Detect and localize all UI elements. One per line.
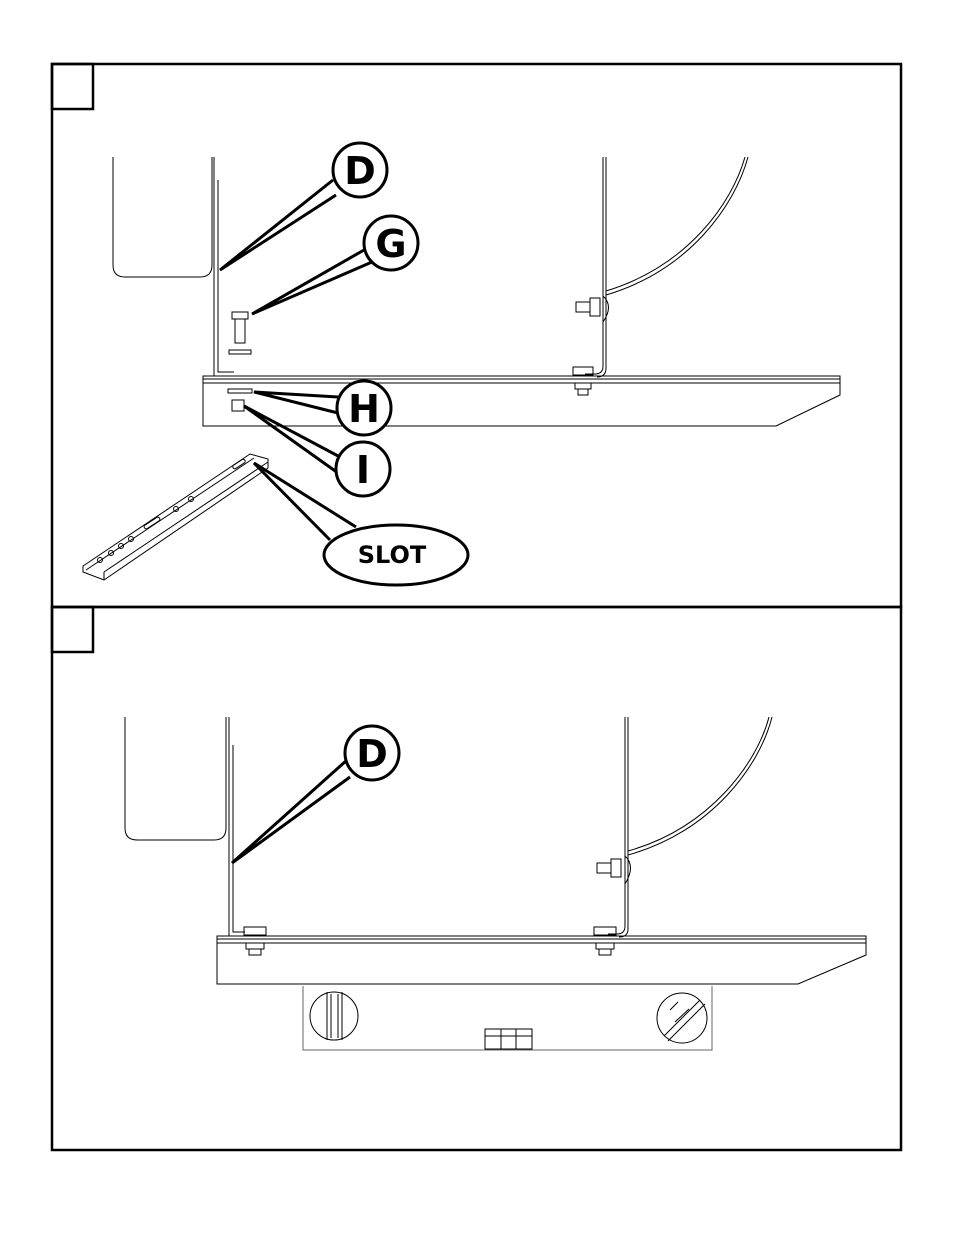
base-bolt-left <box>244 927 266 955</box>
right-bracket <box>608 717 625 934</box>
base-bolt-right <box>594 927 616 955</box>
panel-top <box>52 64 901 607</box>
callout-h-label: H <box>348 387 380 431</box>
base-channel <box>203 376 840 426</box>
callout-d-label: D <box>344 149 376 193</box>
drum-curve <box>606 157 748 295</box>
housing-cutout <box>113 157 212 277</box>
callout-d: D <box>345 726 399 780</box>
slotted-bracket <box>83 454 268 580</box>
drum-curve <box>628 717 772 855</box>
callout-d: D <box>333 143 387 197</box>
right-bracket <box>585 157 603 374</box>
mounting-hole-left <box>310 992 358 1040</box>
washer-h <box>228 389 252 393</box>
center-tab <box>485 1029 532 1049</box>
callout-g: G <box>364 216 418 270</box>
side-bolt <box>576 296 609 322</box>
washer <box>229 350 251 354</box>
base-bolt-right <box>573 367 593 395</box>
callout-slot: SLOT <box>324 525 468 585</box>
callout-i: I <box>336 442 390 496</box>
callout-i-label: I <box>356 448 370 492</box>
step-number-box <box>52 607 93 652</box>
callout-slot-label: SLOT <box>358 541 427 569</box>
nut-i <box>232 400 244 411</box>
bottom-panel-drawing: D <box>125 717 866 1050</box>
leader-line <box>232 760 350 863</box>
base-channel <box>217 936 866 984</box>
panel-bottom <box>52 607 901 1150</box>
mounted-bracket <box>303 986 712 1050</box>
step-number-box <box>52 64 93 109</box>
callout-h: H <box>337 381 391 435</box>
housing-cutout <box>125 717 226 840</box>
callout-d-label: D <box>356 732 388 776</box>
top-panel-drawing: D G H I SLOT <box>83 143 840 585</box>
callout-g-label: G <box>375 222 406 266</box>
bolt-g <box>229 312 251 354</box>
